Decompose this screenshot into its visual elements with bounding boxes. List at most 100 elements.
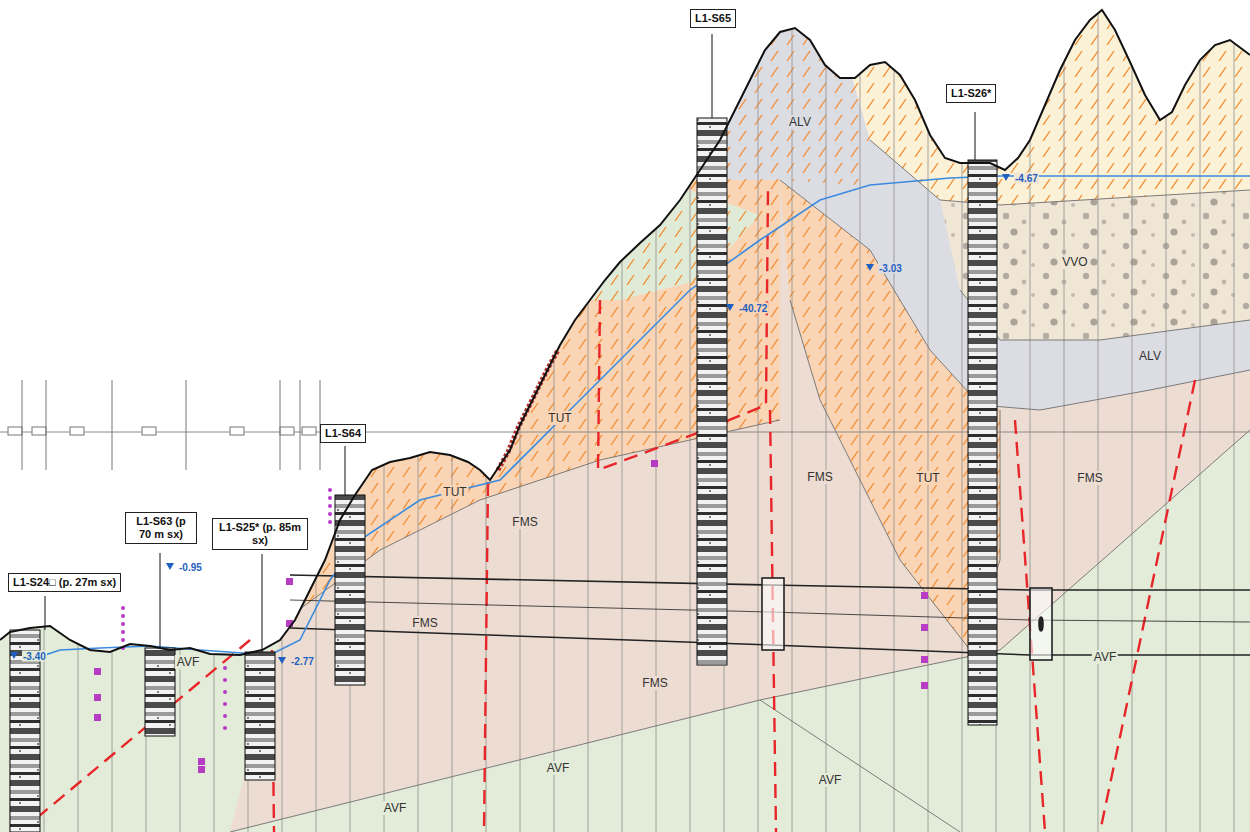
geo-polyline [760,700,960,832]
geo-line [180,0,181,832]
geo-line [350,0,351,832]
geo-polygon [830,0,1250,205]
unit-label: TUT [546,411,573,425]
geo-polygon [230,0,1250,832]
unit-label: ALV [787,115,813,129]
geo-polygon [10,652,18,659]
ground-surface [0,10,1250,655]
geo-line [826,0,827,832]
water-level: -40.72 [738,303,768,314]
borehole-label: L1-S26* [946,84,996,103]
borehole-name: L1-S63 (p 70 m sx) [136,515,186,540]
geo-line [484,482,488,832]
geo-line [1234,0,1235,832]
unit-label: AVF [382,801,408,815]
geo-line [656,0,657,832]
geo-circle [121,638,125,642]
unit-label: FMS [510,515,539,529]
geo-rect [921,592,928,599]
geo-rect [697,118,727,665]
geo-line [520,0,521,832]
borehole-label: L1-S24□ (p. 27m sx) [8,573,121,592]
geo-line [186,380,187,470]
geo-polygon [278,657,286,664]
water-level: -3.03 [878,263,903,274]
geo-rect [198,758,205,765]
unit-label: TUT [441,485,468,499]
borehole-label: L1-S63 (p 70 m sx) [125,512,197,544]
geo-rect [145,648,175,736]
unit-label: AVF [1092,650,1118,664]
geo-line [690,0,691,832]
geo-rect [286,578,293,585]
tunnel-lines [290,575,1250,660]
geo-polyline [230,430,1250,832]
geo-rect [302,427,316,435]
geo-rect [94,694,101,701]
geo-line [384,0,385,832]
water-level: -0.95 [178,562,203,573]
geo-circle [223,714,227,718]
reference-line [0,432,1250,433]
geo-rect [921,656,928,663]
geo-circle [223,726,227,730]
geo-polygon [166,563,174,570]
geo-polyline [870,140,940,200]
water-level-markers [10,174,1010,664]
geo-line [1064,0,1065,832]
geo-rect [1030,588,1052,660]
geo-line [345,446,346,495]
borehole-name: L1-S24□ (p. 27m sx) [13,576,116,588]
geo-rect [651,460,658,467]
geo-line [418,0,419,832]
geo-polygon [866,264,874,271]
borehole-name: L1-S26* [951,87,991,99]
unit-label: ALV [1137,349,1163,363]
water-level: -4.67 [1014,173,1039,184]
borehole-name: L1-S64 [325,427,361,439]
geo-line [112,380,113,470]
geo-polygon [830,0,1250,205]
geo-circle [223,702,227,706]
geo-rect [198,766,205,773]
geo-rect [142,427,156,435]
geo-circle [328,520,332,524]
geo-line [78,0,79,832]
geo-rect [762,578,784,650]
geo-circle [121,606,125,610]
geo-polygon [726,304,734,311]
geo-line [214,0,215,832]
geo-line [22,380,23,470]
geo-line [1200,0,1201,832]
geo-polyline [780,180,1250,410]
geo-rect [230,427,244,435]
borehole-label: L1-S25* (p. 85m sx) [212,518,308,550]
unit-label: FMS [1075,471,1104,485]
geo-line [894,0,895,832]
geo-circle [121,622,125,626]
geo-line [860,0,861,832]
geo-line [975,112,976,160]
sample-marks [94,460,928,773]
geo-polyline [960,290,1250,340]
fault-lines [20,190,1195,832]
geo-line [1100,380,1195,832]
geo-rect [94,714,101,721]
geo-line [20,640,250,832]
geo-line [45,596,46,630]
geo-rect [280,427,294,435]
unit-label: AVF [817,773,843,787]
geo-rect [70,427,84,435]
geo-line [316,0,317,832]
geo-line [300,380,301,470]
geo-rect [8,427,22,435]
geo-circle [328,512,332,516]
geo-line [280,380,281,470]
geo-rect [94,668,101,675]
geo-line [928,0,929,832]
geo-circle [223,678,227,682]
unit-label: AVF [545,761,571,775]
geo-circle [121,630,125,634]
